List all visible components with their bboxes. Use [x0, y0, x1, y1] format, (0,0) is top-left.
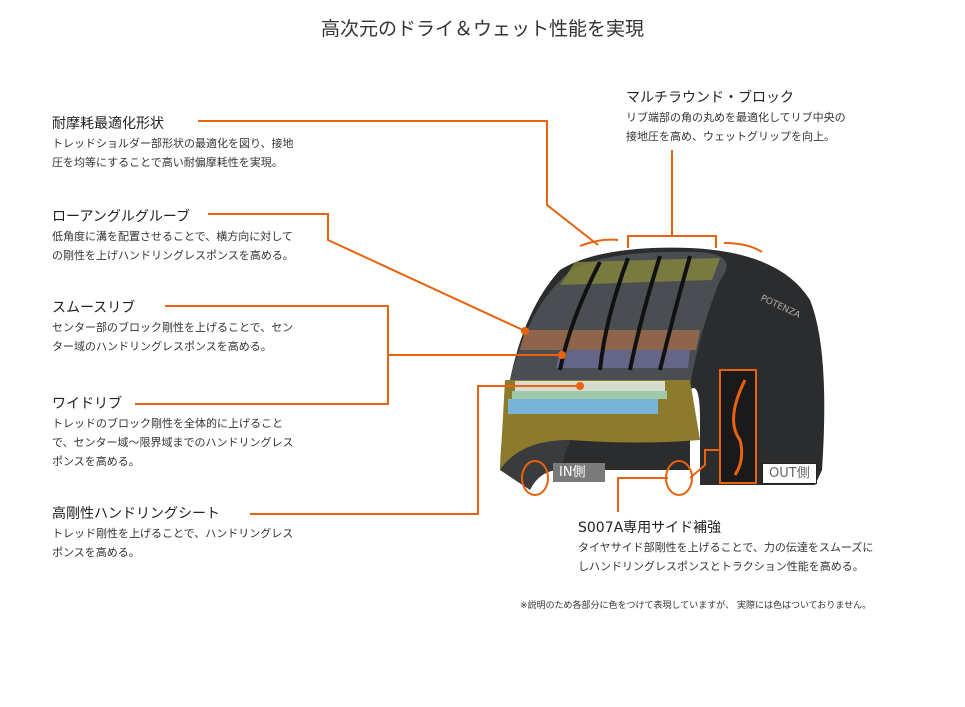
feature-text: 接地圧を高め、ウェットグリップを向上。 — [626, 130, 835, 143]
feature-low-angle-groove: ローアングルグルーブ 低角度に溝を配置させることで、横方向に対して の剛性を上げ… — [52, 207, 294, 265]
feature-text: 低角度に溝を配置させることで、横方向に対して — [52, 230, 293, 243]
feature-text: リブ端部の角の丸めを最適化してリブ中央の — [626, 111, 846, 124]
feature-text: ター域のハンドリングレスポンスを高める。 — [52, 340, 272, 353]
feature-heading: マルチラウンド・ブロック — [626, 90, 794, 106]
feature-side-reinforcement: S007A専用サイド補強 タイヤサイド部剛性を上げることで、力の伝達をスムーズに… — [578, 518, 873, 576]
marker-smooth-rib — [558, 351, 566, 359]
feature-wear-resistant-shape: 耐摩耗最適化形状 トレッドショルダー部形状の最適化を図り、接地 圧を均等にするこ… — [52, 114, 294, 172]
feature-text: トレッド剛性を上げることで、ハンドリングレス — [52, 527, 294, 540]
feature-heading: 耐摩耗最適化形状 — [52, 116, 164, 132]
feature-text: しハンドリングレスポンスとトラクション性能を高める。 — [578, 560, 864, 573]
feature-heading: S007A専用サイド補強 — [578, 520, 722, 536]
tire-illustration: POTENZA — [500, 247, 825, 490]
marker-low-angle-groove — [521, 327, 529, 335]
feature-text: トレッドのブロック剛性を全体的に上げること — [52, 417, 283, 430]
marker-handling-sheet — [576, 382, 584, 390]
feature-heading: ローアングルグルーブ — [52, 209, 191, 225]
footnote: ※説明のため各部分に色をつけて表現していますが、 実際には色はついておりません。 — [520, 601, 872, 611]
feature-smooth-rib: スムースリブ センター部のブロック剛性を上げることで、セン ター域のハンドリング… — [52, 298, 293, 356]
feature-text: センター部のブロック剛性を上げることで、セン — [52, 321, 294, 334]
leader-lines — [135, 120, 763, 515]
in-side-label: IN側 — [553, 463, 605, 482]
feature-text: トレッドショルダー部形状の最適化を図り、接地 — [52, 137, 294, 150]
feature-text: 圧を均等にすることで高い耐偏摩耗性を実現。 — [52, 156, 283, 169]
feature-text: の剛性を上げハンドリングレスポンスを高める。 — [52, 249, 294, 262]
feature-text: タイヤサイド部剛性を上げることで、力の伝達をスムーズに — [578, 541, 874, 554]
feature-handling-sheet: 高剛性ハンドリングシート トレッド剛性を上げることで、ハンドリングレス ポンスを… — [52, 504, 293, 562]
feature-wide-rib: ワイドリブ トレッドのブロック剛性を全体的に上げること で、センター域〜限界域ま… — [52, 394, 294, 471]
page-title: 高次元のドライ＆ウェット性能を実現 — [320, 18, 644, 40]
feature-text: ポンスを高める。 — [52, 546, 140, 559]
feature-heading: ワイドリブ — [52, 396, 122, 412]
feature-heading: スムースリブ — [52, 300, 136, 316]
feature-text: ポンスを高める。 — [52, 455, 140, 468]
feature-heading: 高剛性ハンドリングシート — [52, 506, 220, 522]
feature-text: で、センター域〜限界域までのハンドリングレス — [52, 436, 294, 449]
out-side-label: OUT側 — [762, 463, 817, 484]
feature-multi-round-block: マルチラウンド・ブロック リブ端部の角の丸めを最適化してリブ中央の 接地圧を高め… — [626, 88, 846, 146]
